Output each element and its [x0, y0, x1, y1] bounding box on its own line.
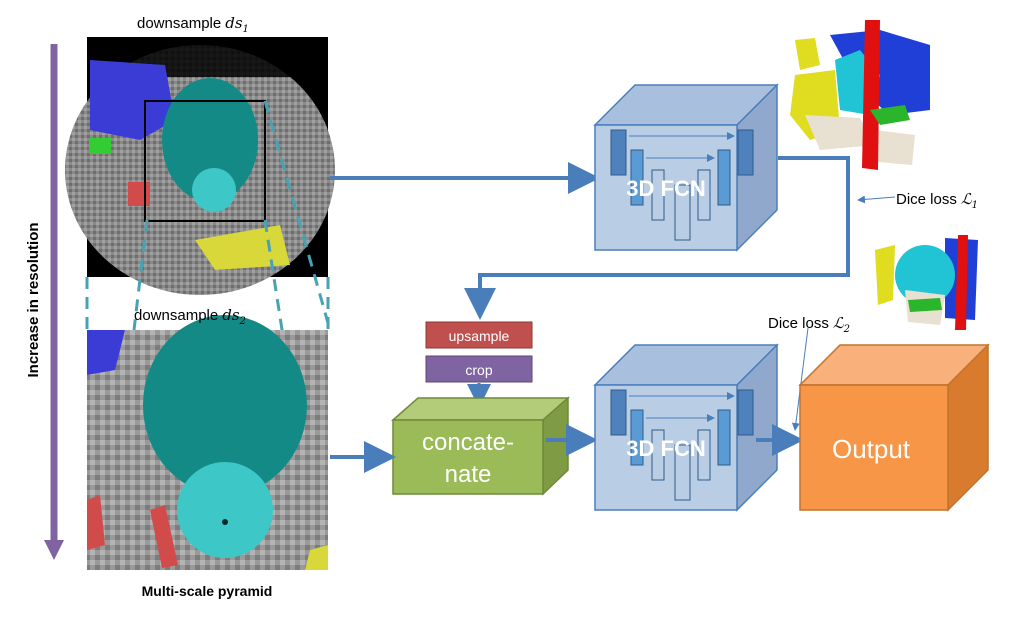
segment-red-ds1 — [128, 182, 150, 206]
segment-green-ds1 — [89, 138, 111, 154]
fcn-bottom-label: 3D FCN — [626, 436, 705, 461]
concat-block: concate- nate — [391, 396, 570, 496]
loss1-pointer — [857, 195, 896, 204]
segment-yellow-ds1 — [195, 225, 290, 270]
segment-cyan-ds1 — [192, 168, 236, 212]
resolution-arrow-head — [44, 540, 64, 560]
concat-label-line2: nate — [445, 461, 492, 488]
output-block: Output — [798, 343, 990, 512]
loss2-pointer — [791, 327, 809, 431]
segment-cyan-ds2 — [177, 462, 273, 558]
segmentation-render-bottom — [875, 235, 978, 330]
crop-block: crop — [425, 355, 533, 383]
upsample-block: upsample — [425, 321, 533, 349]
segment-red-ds2-left — [87, 495, 105, 550]
fcn-top-block: 3D FCN — [593, 83, 779, 252]
fcn-bottom-block: 3D FCN — [593, 343, 779, 512]
crop-label: crop — [465, 362, 492, 378]
segment-teal-ds1 — [162, 78, 258, 202]
segment-yellow-ds2 — [305, 545, 328, 570]
pyramid-projection-lines — [85, 100, 332, 576]
pyramid-caption: Multi-scale pyramid — [142, 583, 273, 599]
segment-teal-ds2 — [143, 315, 307, 495]
fcn-top-label: 3D FCN — [626, 176, 705, 201]
segment-blue-ds1 — [90, 60, 175, 140]
upsample-label: upsample — [449, 328, 510, 344]
crop-region-box — [144, 100, 266, 222]
concat-label-line1: concate- — [422, 429, 514, 456]
arrow-fcn1-to-upsample — [464, 156, 850, 320]
segmentation-render-top — [790, 20, 930, 170]
resolution-axis: Increase in resolution — [25, 44, 64, 560]
resolution-axis-label: Increase in resolution — [25, 222, 42, 377]
segment-red-ds2-right — [150, 505, 178, 568]
output-label: Output — [832, 434, 911, 464]
segment-blue-ds2 — [87, 330, 125, 375]
